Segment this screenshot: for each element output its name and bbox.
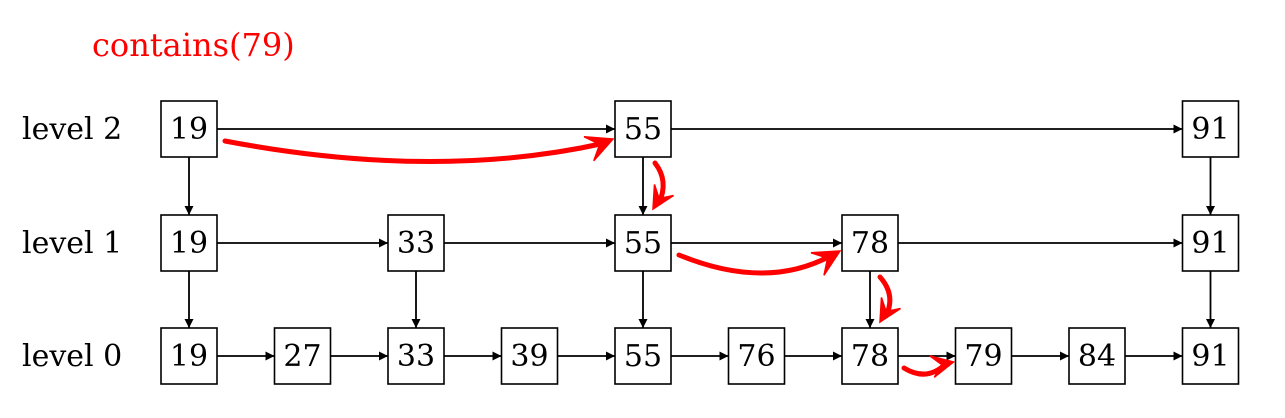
skip-list-node: 79	[954, 327, 1013, 385]
node-box	[1181, 327, 1240, 385]
node-box	[160, 327, 218, 385]
node-key: 79	[964, 339, 1002, 374]
node-box	[614, 327, 672, 385]
node-key: 78	[851, 226, 889, 261]
node-box	[614, 100, 672, 158]
node-key: 55	[624, 339, 662, 374]
search-arrowhead	[583, 135, 615, 162]
search-arrowhead	[929, 355, 956, 378]
skip-list-node: 55	[614, 100, 672, 158]
skip-list-node: 91	[1181, 327, 1240, 385]
skip-list-node: 19	[160, 214, 218, 272]
node-box	[387, 327, 445, 385]
skip-list-node: 78	[841, 214, 899, 272]
skip-list-node: 19	[160, 327, 218, 385]
node-key: 55	[624, 226, 662, 261]
node-key: 19	[170, 226, 208, 261]
node-key: 91	[1191, 112, 1229, 147]
node-key: 76	[737, 339, 775, 374]
node-box	[1068, 327, 1126, 385]
skip-list-node: 33	[387, 214, 445, 272]
skip-list-node: 19	[160, 100, 218, 158]
node-key: 78	[851, 339, 889, 374]
skip-list-node: 33	[387, 327, 445, 385]
skip-list-node: 76	[727, 327, 786, 385]
skip-list-node: 55	[614, 327, 672, 385]
node-box	[273, 327, 332, 385]
node-box	[1181, 100, 1240, 158]
node-box	[954, 327, 1013, 385]
level-label: level 2	[22, 112, 122, 147]
skip-list-node: 39	[500, 327, 559, 385]
node-key: 19	[170, 112, 208, 147]
node-box	[160, 214, 218, 272]
skip-list-node: 91	[1181, 214, 1240, 272]
search-path-segment	[222, 138, 608, 164]
node-box	[727, 327, 786, 385]
diagram-title: contains(79)	[92, 26, 295, 64]
skip-list-node: 55	[614, 214, 672, 272]
node-key: 33	[397, 226, 435, 261]
search-arrowhead	[652, 184, 674, 211]
node-box	[841, 327, 899, 385]
node-key: 84	[1078, 339, 1116, 374]
skip-list-node: 27	[273, 327, 332, 385]
node-key: 33	[397, 339, 435, 374]
skip-list-node: 84	[1068, 327, 1126, 385]
search-arrowhead	[810, 250, 842, 276]
skip-list-node: 91	[1181, 100, 1240, 158]
level-label: level 1	[22, 226, 122, 261]
node-key: 19	[170, 339, 208, 374]
node-key: 27	[283, 339, 321, 374]
node-box	[160, 100, 218, 158]
node-box	[1181, 214, 1240, 272]
search-path-segment	[676, 252, 835, 276]
node-box	[387, 214, 445, 272]
node-box	[841, 214, 899, 272]
node-key: 91	[1191, 339, 1229, 374]
skip-list-node: 78	[841, 327, 899, 385]
search-arrowhead	[879, 297, 901, 324]
level-label: level 0	[22, 339, 122, 374]
node-key: 55	[624, 112, 662, 147]
node-key: 39	[510, 339, 548, 374]
node-box	[500, 327, 559, 385]
node-box	[614, 214, 672, 272]
node-key: 91	[1191, 226, 1229, 261]
